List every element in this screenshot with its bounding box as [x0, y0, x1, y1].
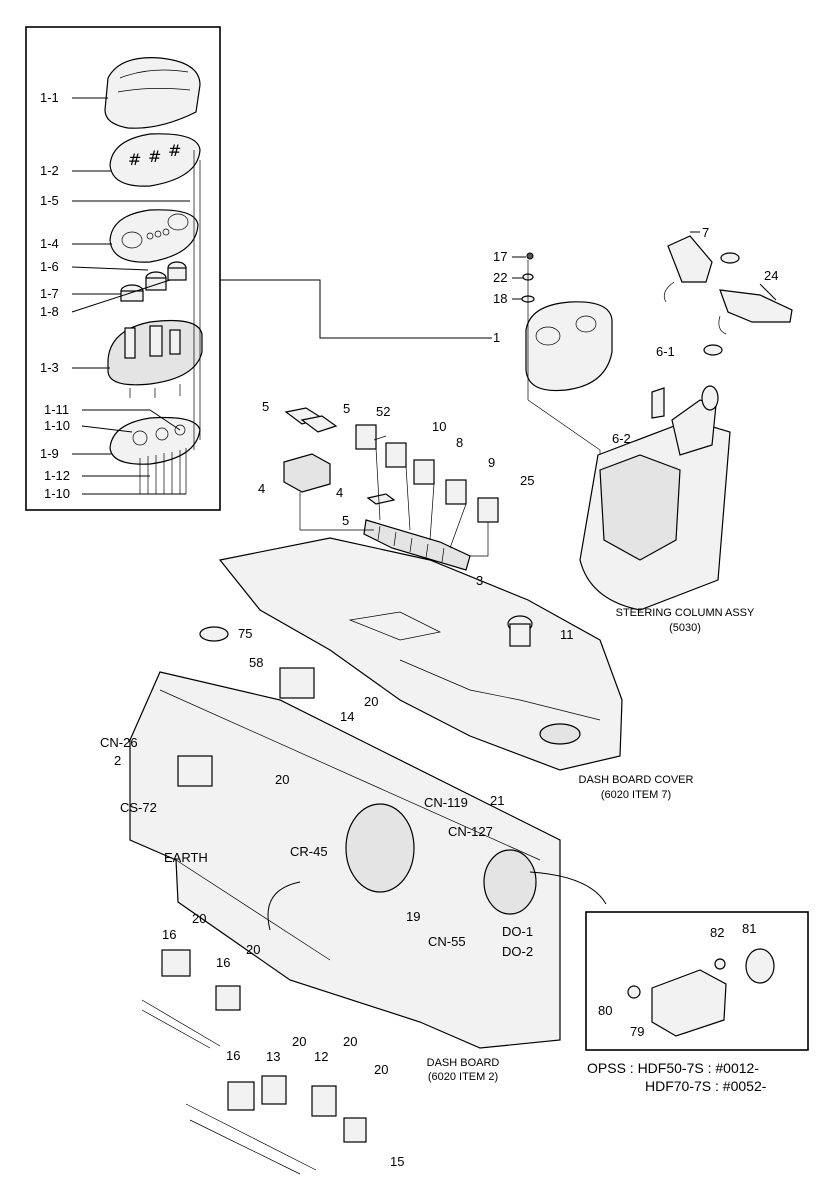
- label-1-12: 1-12: [44, 468, 71, 483]
- label-6-1: 6-1: [656, 344, 675, 359]
- label-1-3: 1-3: [40, 360, 59, 375]
- label-6-2: 6-2: [612, 431, 631, 446]
- label-19: 19: [406, 909, 421, 924]
- label-25: 25: [520, 473, 535, 488]
- label-1-9: 1-9: [40, 446, 59, 461]
- label-4-a: 4: [258, 481, 266, 496]
- label-52: 52: [376, 404, 391, 419]
- label-5-c: 5: [342, 513, 350, 528]
- dash-board-cover: [218, 537, 623, 771]
- svg-text:#: #: [148, 147, 161, 166]
- cluster-detail-box: # # #: [25, 26, 492, 511]
- label-1-4: 1-4: [40, 236, 59, 251]
- label-10: 10: [432, 419, 447, 434]
- dash-cover-caption-1: DASH BOARD COVER: [578, 774, 694, 786]
- label-17: 17: [493, 249, 508, 264]
- label-1-10-upper: 1-10: [44, 418, 71, 433]
- label-16-a: 16: [162, 927, 177, 942]
- label-11: 11: [560, 627, 574, 642]
- steering-column-caption-2: (5030): [669, 622, 701, 634]
- label-cr-45: CR-45: [290, 844, 328, 859]
- steering-column: [579, 231, 793, 611]
- instrument-cluster: [512, 252, 613, 465]
- svg-text:#: #: [128, 150, 141, 169]
- label-14: 14: [340, 709, 355, 724]
- dash-cover-caption-2: (6020 ITEM 7): [600, 789, 672, 801]
- label-75: 75: [238, 626, 253, 641]
- label-22: 22: [493, 270, 508, 285]
- label-1-11: 1-11: [44, 402, 70, 417]
- dash-board-caption-2: (6020 ITEM 2): [427, 1071, 499, 1083]
- label-8: 8: [456, 435, 464, 450]
- label-1-2: 1-2: [40, 163, 59, 178]
- label-cn-26: CN-26: [100, 735, 138, 750]
- label-15: 15: [390, 1154, 405, 1169]
- dash-board-caption-1: DASH BOARD: [426, 1057, 500, 1069]
- opss-box: [585, 911, 809, 1051]
- label-1-5: 1-5: [40, 193, 59, 208]
- label-82: 82: [710, 925, 725, 940]
- label-5-a: 5: [262, 399, 270, 414]
- label-cn-127: CN-127: [448, 824, 493, 839]
- switch-panel-group: [283, 407, 499, 571]
- label-2: 2: [114, 753, 122, 768]
- label-16-b: 16: [216, 955, 231, 970]
- label-earth: EARTH: [164, 850, 208, 865]
- label-do-2: DO-2: [502, 944, 534, 959]
- label-9: 9: [488, 455, 496, 470]
- label-1: 1: [493, 330, 501, 345]
- label-16-c: 16: [226, 1048, 241, 1063]
- label-1-8: 1-8: [40, 304, 59, 319]
- label-4-b: 4: [336, 485, 344, 500]
- label-80: 80: [598, 1003, 613, 1018]
- opss-caption-1: OPSS : HDF50-7S : #0012-: [587, 1060, 759, 1076]
- label-1-10-lower: 1-10: [44, 486, 71, 501]
- label-3: 3: [476, 573, 484, 588]
- label-20-g: 20: [374, 1062, 389, 1077]
- steering-column-caption-1: STEERING COLUMN ASSY: [615, 607, 755, 619]
- label-20-a: 20: [364, 694, 379, 709]
- label-12: 12: [314, 1049, 329, 1064]
- label-cs-72: CS-72: [120, 800, 157, 815]
- label-7: 7: [702, 225, 710, 240]
- label-24: 24: [764, 268, 779, 283]
- label-20-f: 20: [343, 1034, 358, 1049]
- label-1-6: 1-6: [40, 259, 59, 274]
- dash-board: [129, 626, 607, 1049]
- relay-groups: [141, 949, 367, 1175]
- label-1-1: 1-1: [40, 90, 59, 105]
- label-58: 58: [249, 655, 264, 670]
- label-cn-55: CN-55: [428, 934, 466, 949]
- label-21: 21: [490, 793, 505, 808]
- label-cn-119: CN-119: [424, 795, 468, 810]
- label-13: 13: [266, 1049, 281, 1064]
- label-20-c: 20: [192, 911, 207, 926]
- label-18: 18: [493, 291, 508, 306]
- label-81: 81: [742, 921, 757, 936]
- label-79: 79: [630, 1024, 645, 1039]
- opss-caption-2: HDF70-7S : #0052-: [645, 1078, 767, 1094]
- label-do-1: DO-1: [502, 924, 534, 939]
- label-20-b: 20: [275, 772, 290, 787]
- label-20-e: 20: [292, 1034, 307, 1049]
- label-20-d: 20: [246, 942, 261, 957]
- label-5-b: 5: [343, 401, 351, 416]
- label-1-7: 1-7: [40, 286, 59, 301]
- svg-text:#: #: [168, 141, 181, 160]
